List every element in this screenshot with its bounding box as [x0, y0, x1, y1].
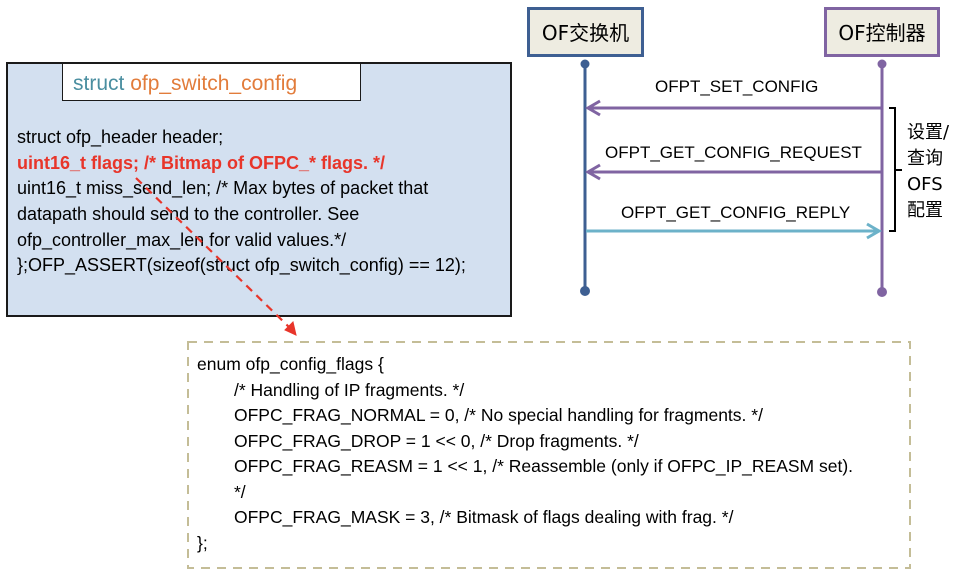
- enum-line-comment: /* Handling of IP fragments. */: [234, 379, 465, 400]
- enum-line-frag-drop: OFPC_FRAG_DROP = 1 << 0, /* Drop fragmen…: [234, 430, 639, 451]
- bracket: [889, 107, 902, 232]
- enum-line-open: enum ofp_config_flags {: [197, 354, 384, 374]
- struct-code: struct ofp_header header; uint16_t flags…: [17, 125, 466, 279]
- lifeline-switch-bottom-dot: [580, 286, 590, 296]
- enum-line-close: };: [197, 532, 208, 553]
- message-label-get-config-request: OFPT_GET_CONFIG_REQUEST: [605, 143, 862, 162]
- connector-arrow: [135, 177, 297, 336]
- message-arrow-get-config-request: [585, 163, 881, 181]
- bracket-label-line: 配置: [907, 200, 943, 221]
- enum-dashed-border: [187, 341, 911, 569]
- message-arrow-get-config-reply: [586, 222, 882, 240]
- struct-panel: [6, 62, 512, 317]
- struct-title-keyword: struct: [73, 72, 125, 95]
- struct-title: struct ofp_switch_config: [62, 62, 361, 101]
- struct-line-max-len: ofp_controller_max_len for valid values.…: [17, 229, 347, 250]
- enum-code: enum ofp_config_flags { /* Handling of I…: [197, 352, 853, 556]
- enum-line-frag-mask: OFPC_FRAG_MASK = 3, /* Bitmask of flags …: [234, 507, 734, 527]
- lifeline-controller-top-dot: [877, 59, 887, 69]
- bracket-label-line: 设置/: [907, 122, 950, 143]
- actor-switch: OF交换机: [527, 7, 644, 57]
- struct-line-assert: };OFP_ASSERT(sizeof(struct ofp_switch_co…: [17, 255, 466, 276]
- enum-line-frag-reasm-end: */: [234, 481, 246, 502]
- bracket-label-line: 查询: [907, 148, 943, 169]
- message-arrow-set-config: [585, 99, 881, 117]
- enum-line-frag-reasm: OFPC_FRAG_REASM = 1 << 1, /* Reassemble …: [234, 456, 854, 476]
- enum-line-frag-normal: OFPC_FRAG_NORMAL = 0, /* No special hand…: [234, 405, 763, 425]
- lifeline-switch-top-dot: [580, 59, 590, 69]
- struct-line-datapath: datapath should send to the controller. …: [17, 204, 360, 225]
- message-label-set-config: OFPT_SET_CONFIG: [655, 77, 819, 96]
- struct-line-miss-send-len: uint16_t miss_send_len; /* Max bytes of …: [17, 178, 429, 199]
- message-label-get-config-reply: OFPT_GET_CONFIG_REPLY: [621, 203, 851, 222]
- struct-line-header: struct ofp_header header;: [17, 127, 224, 147]
- lifeline-controller-bottom-dot: [877, 287, 887, 297]
- struct-title-name: ofp_switch_config: [130, 72, 298, 95]
- bracket-label: 设置/ 查询 OFS 配置: [907, 120, 949, 224]
- actor-controller: OF控制器: [824, 7, 940, 57]
- struct-line-flags: uint16_t flags; /* Bitmap of OFPC_* flag…: [17, 152, 386, 173]
- bracket-label-line: OFS: [907, 174, 943, 195]
